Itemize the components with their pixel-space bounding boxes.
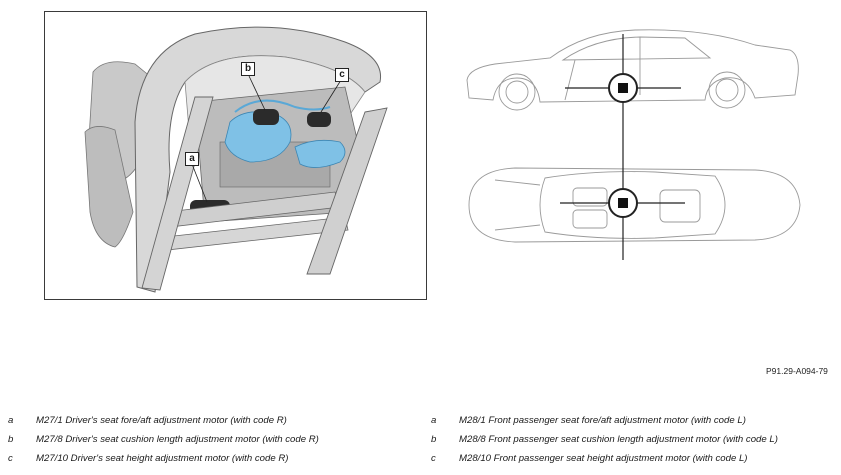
legend-item: b M28/8 Front passenger seat cushion len… <box>431 434 836 453</box>
figure-reference: P91.29-A094-79 <box>766 366 828 376</box>
seat-location-marker-side <box>608 73 638 103</box>
vehicle-location-diagrams <box>455 20 810 300</box>
motor-c <box>307 112 331 127</box>
legend-key: a <box>431 415 437 426</box>
seat-location-marker-top <box>608 188 638 218</box>
legend-key: c <box>8 453 13 464</box>
legend-item: a M27/1 Driver's seat fore/aft adjustmen… <box>8 415 408 434</box>
legend-key: a <box>8 415 14 426</box>
legend-text: M28/1 Front passenger seat fore/aft adju… <box>459 415 746 426</box>
legend-text: M28/8 Front passenger seat cushion lengt… <box>459 434 778 445</box>
seat-illustration <box>84 26 388 293</box>
legend-item: c M27/10 Driver's seat height adjustment… <box>8 453 408 472</box>
legend-driver: a M27/1 Driver's seat fore/aft adjustmen… <box>8 415 408 472</box>
legend-text: M28/10 Front passenger seat height adjus… <box>459 453 748 464</box>
top-view-car <box>468 167 801 243</box>
legend-text: M27/1 Driver's seat fore/aft adjustment … <box>36 415 287 426</box>
legend-key: c <box>431 453 436 464</box>
callout-b: b <box>241 62 255 76</box>
legend-item: c M28/10 Front passenger seat height adj… <box>431 453 836 472</box>
side-view-car <box>466 29 799 111</box>
seat-illustration-panel: b c a <box>44 11 427 300</box>
callout-a: a <box>185 152 199 166</box>
legend-passenger: a M28/1 Front passenger seat fore/aft ad… <box>431 415 836 472</box>
callout-c: c <box>335 68 349 82</box>
vehicle-diagram <box>466 29 801 260</box>
legend-text: M27/10 Driver's seat height adjustment m… <box>36 453 289 464</box>
legend-key: b <box>8 434 14 445</box>
legend-text: M27/8 Driver's seat cushion length adjus… <box>36 434 319 445</box>
legend-key: b <box>431 434 437 445</box>
motor-b <box>253 109 279 125</box>
legend-item: b M27/8 Driver's seat cushion length adj… <box>8 434 408 453</box>
legend-item: a M28/1 Front passenger seat fore/aft ad… <box>431 415 836 434</box>
